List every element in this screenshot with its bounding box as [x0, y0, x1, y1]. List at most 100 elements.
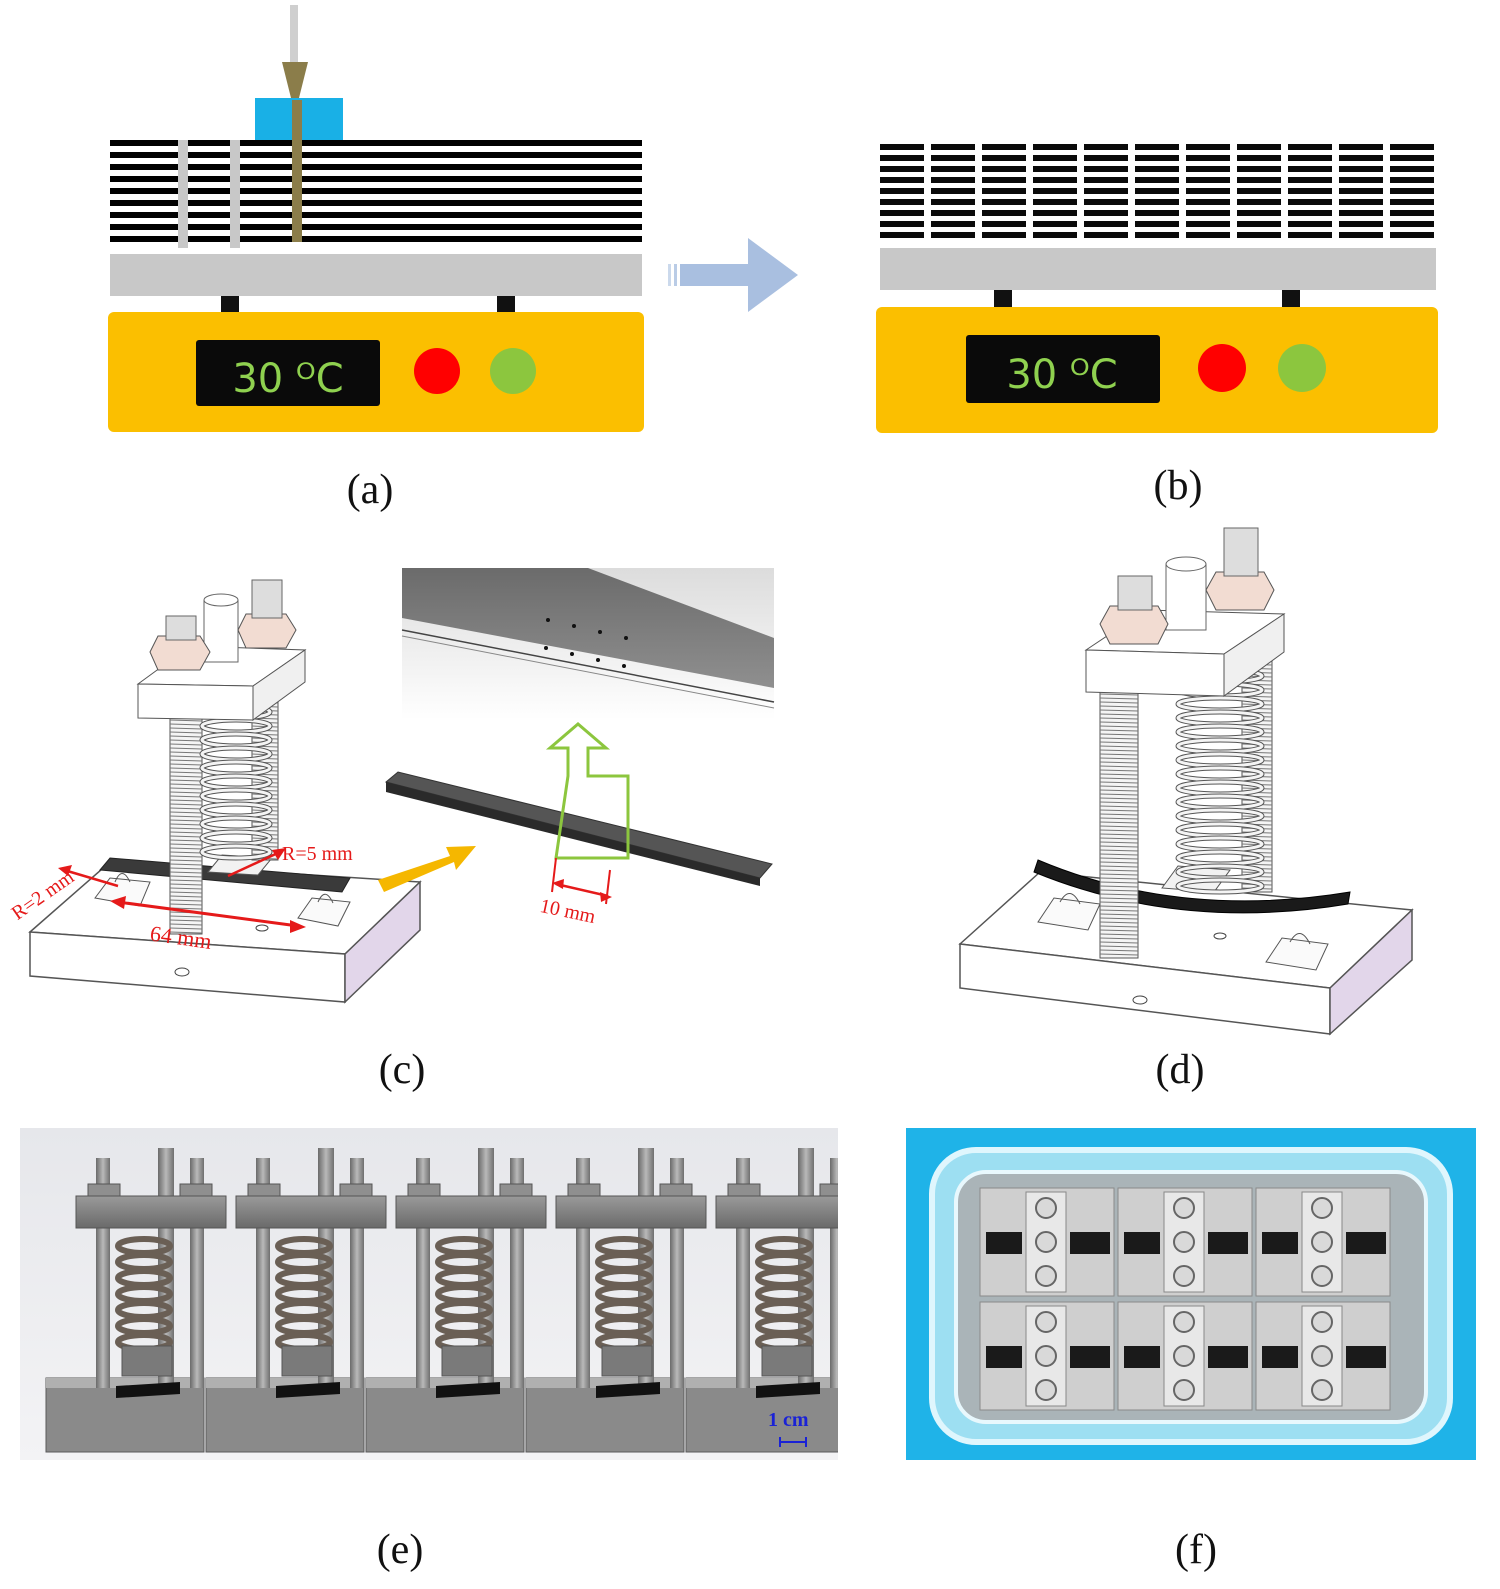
- block-layer: [1288, 188, 1332, 194]
- block-layer: [1033, 144, 1077, 150]
- spring-coil-highlight: [200, 844, 272, 860]
- dim-10-tick-left: [551, 857, 557, 893]
- print-hole: [622, 664, 626, 668]
- caption-e: (e): [376, 1527, 424, 1573]
- fixture-base-edge: [206, 1378, 364, 1388]
- fixture-specimen: [756, 1382, 820, 1398]
- rod-thread: [1099, 725, 1139, 728]
- fixture-loading-block: [121, 1345, 173, 1377]
- printed-blocks: [880, 144, 1434, 238]
- rod-thread: [169, 819, 203, 822]
- block-layer: [1084, 188, 1128, 194]
- block-layer: [931, 155, 975, 161]
- block-layer: [1237, 221, 1281, 227]
- block-layer: [1186, 188, 1230, 194]
- layer-line: [110, 176, 642, 182]
- rod-thread: [1099, 749, 1139, 752]
- block-layer: [880, 221, 924, 227]
- rod-thread: [1099, 941, 1139, 944]
- block-layer: [1237, 144, 1281, 150]
- r2-arrow: [63, 868, 119, 888]
- support-pin-1: [178, 140, 188, 248]
- rod-thread: [169, 783, 203, 786]
- block-layer: [1390, 221, 1434, 227]
- bolt-tip-right: [251, 579, 283, 619]
- dim-10-head-left: [552, 879, 564, 889]
- fixture-base-side: [1329, 908, 1413, 1036]
- block-layer: [1339, 144, 1383, 150]
- block-layer: [982, 221, 1026, 227]
- block-layer: [1339, 188, 1383, 194]
- fixture-specimen: [1070, 1232, 1110, 1254]
- rod-thread: [169, 831, 203, 834]
- panel-e: 1 cm: [20, 1128, 838, 1460]
- rod-thread: [1099, 833, 1139, 836]
- rod-thread: [169, 759, 203, 762]
- block-layer: [1186, 199, 1230, 205]
- block-layer: [1237, 188, 1281, 194]
- block-layer: [1033, 199, 1077, 205]
- temperature-readout: 30 ᴼC: [1006, 352, 1117, 398]
- rod-thread: [251, 781, 279, 784]
- scale-label: 1 cm: [768, 1409, 809, 1431]
- fixture-nut: [1311, 1345, 1333, 1367]
- top-crossbar-side: [1223, 613, 1285, 697]
- block-layer: [880, 155, 924, 161]
- block-layer: [1135, 210, 1179, 216]
- rod-thread: [1099, 949, 1139, 952]
- block-layer: [1135, 221, 1179, 227]
- dim-10-head-right: [600, 892, 612, 902]
- rod-thread: [1099, 709, 1139, 712]
- rod-thread: [251, 753, 279, 756]
- fixture-base-side: [344, 880, 421, 1004]
- fixture-nut: [1035, 1345, 1057, 1367]
- panel-d: [958, 527, 1414, 1036]
- guide-pin-top: [203, 593, 239, 607]
- fixture-base-edge: [46, 1378, 204, 1388]
- rod-thread: [1099, 853, 1139, 856]
- block-layer: [1186, 177, 1230, 183]
- rod-thread: [251, 837, 279, 840]
- block-layer: [1135, 199, 1179, 205]
- block-layer: [1084, 210, 1128, 216]
- block-layer: [931, 166, 975, 172]
- rod-body: [1099, 683, 1139, 959]
- block-layer: [982, 166, 1026, 172]
- fixture-specimen: [1124, 1232, 1160, 1254]
- fixture-nut: [1311, 1265, 1333, 1287]
- spring-coil-highlight: [1176, 878, 1264, 894]
- top-crossbar-front: [1085, 649, 1225, 697]
- block-layer: [1135, 232, 1179, 238]
- rod-thread: [169, 899, 203, 902]
- block-layer: [1288, 166, 1332, 172]
- fixture-base-edge: [686, 1378, 838, 1388]
- rod-thread: [169, 815, 203, 818]
- layer-line: [110, 140, 642, 146]
- fixture-specimen: [1346, 1232, 1386, 1254]
- rod-thread: [169, 859, 203, 862]
- block-layer: [1186, 155, 1230, 161]
- layer-line: [110, 188, 642, 194]
- block-layer: [982, 199, 1026, 205]
- print-hole: [546, 618, 550, 622]
- panel-b: 30 ᴼC: [876, 144, 1438, 433]
- rod-thread: [169, 931, 203, 934]
- fixture-specimen: [1262, 1232, 1298, 1254]
- rod-thread: [1099, 921, 1139, 924]
- block-layer: [1084, 177, 1128, 183]
- layer-line: [110, 224, 642, 230]
- block-layer: [982, 144, 1026, 150]
- block-layer: [1237, 155, 1281, 161]
- block-layer: [1186, 221, 1230, 227]
- block-layer: [1033, 166, 1077, 172]
- rod-thread: [169, 807, 203, 810]
- temperature-display: [966, 335, 1160, 403]
- bolt-tip-left: [1117, 575, 1153, 611]
- fixture-bolt-right: [830, 1158, 838, 1388]
- block-layer: [880, 166, 924, 172]
- block-layer: [982, 188, 1026, 194]
- block-layer: [1288, 221, 1332, 227]
- specimen-bar: [99, 857, 351, 893]
- build-plate: [110, 254, 642, 296]
- rod-thread: [169, 867, 203, 870]
